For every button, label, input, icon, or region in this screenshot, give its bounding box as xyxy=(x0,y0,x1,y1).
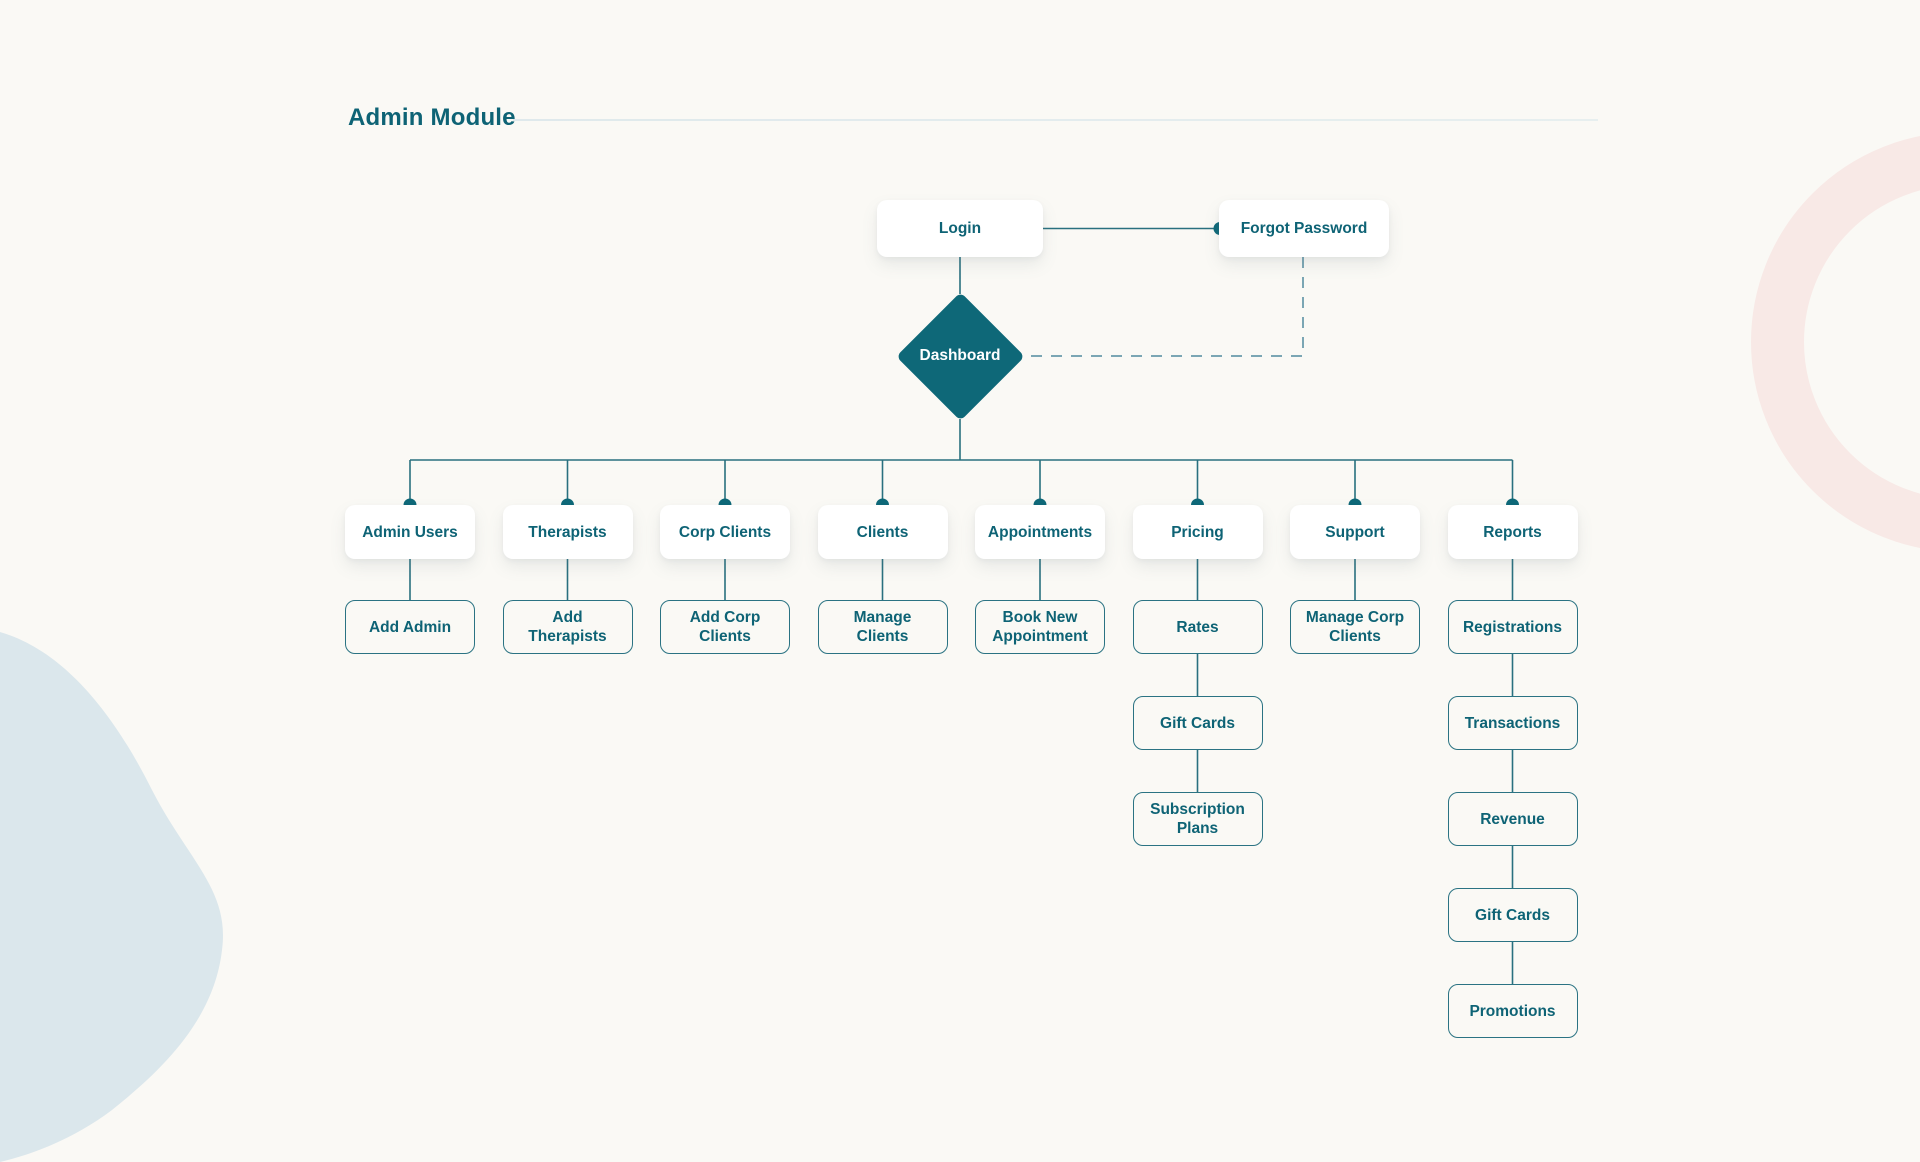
node-clients: Clients xyxy=(817,505,948,559)
node-rates: Rates xyxy=(1132,600,1263,654)
decorative-blob xyxy=(0,632,223,1162)
node-support: Support xyxy=(1290,505,1420,559)
node-manage-clients: Manage Clients xyxy=(817,600,948,654)
node-pricing: Pricing xyxy=(1132,505,1263,559)
node-revenue: Revenue xyxy=(1447,792,1578,846)
node-reports-gift-cards: Gift Cards xyxy=(1447,888,1578,942)
node-therapists: Therapists xyxy=(502,505,633,559)
node-subscription-plans: Subscription Plans xyxy=(1132,792,1263,846)
node-promotions: Promotions xyxy=(1447,984,1578,1038)
title-divider xyxy=(513,119,1598,121)
node-reports: Reports xyxy=(1447,505,1578,559)
node-corp-clients: Corp Clients xyxy=(660,505,790,559)
node-dashboard: Dashboard xyxy=(919,347,1001,364)
node-forgot-password: Forgot Password xyxy=(1219,200,1389,257)
node-add-corp-clients: Add Corp Clients xyxy=(660,600,790,654)
node-registrations: Registrations xyxy=(1447,600,1578,654)
node-transactions: Transactions xyxy=(1447,696,1578,750)
node-add-admin: Add Admin xyxy=(345,600,475,654)
node-gift-cards: Gift Cards xyxy=(1132,696,1263,750)
node-login: Login xyxy=(877,200,1043,257)
node-add-therapists: Add Therapists xyxy=(502,600,633,654)
node-admin-users: Admin Users xyxy=(345,505,475,559)
node-appointments: Appointments xyxy=(975,505,1105,559)
node-manage-corp-clients: Manage Corp Clients xyxy=(1290,600,1420,654)
page-title: Admin Module xyxy=(348,104,516,131)
dashed-return-path xyxy=(1026,257,1304,357)
node-book-new-appointment: Book New Appointment xyxy=(975,600,1105,654)
